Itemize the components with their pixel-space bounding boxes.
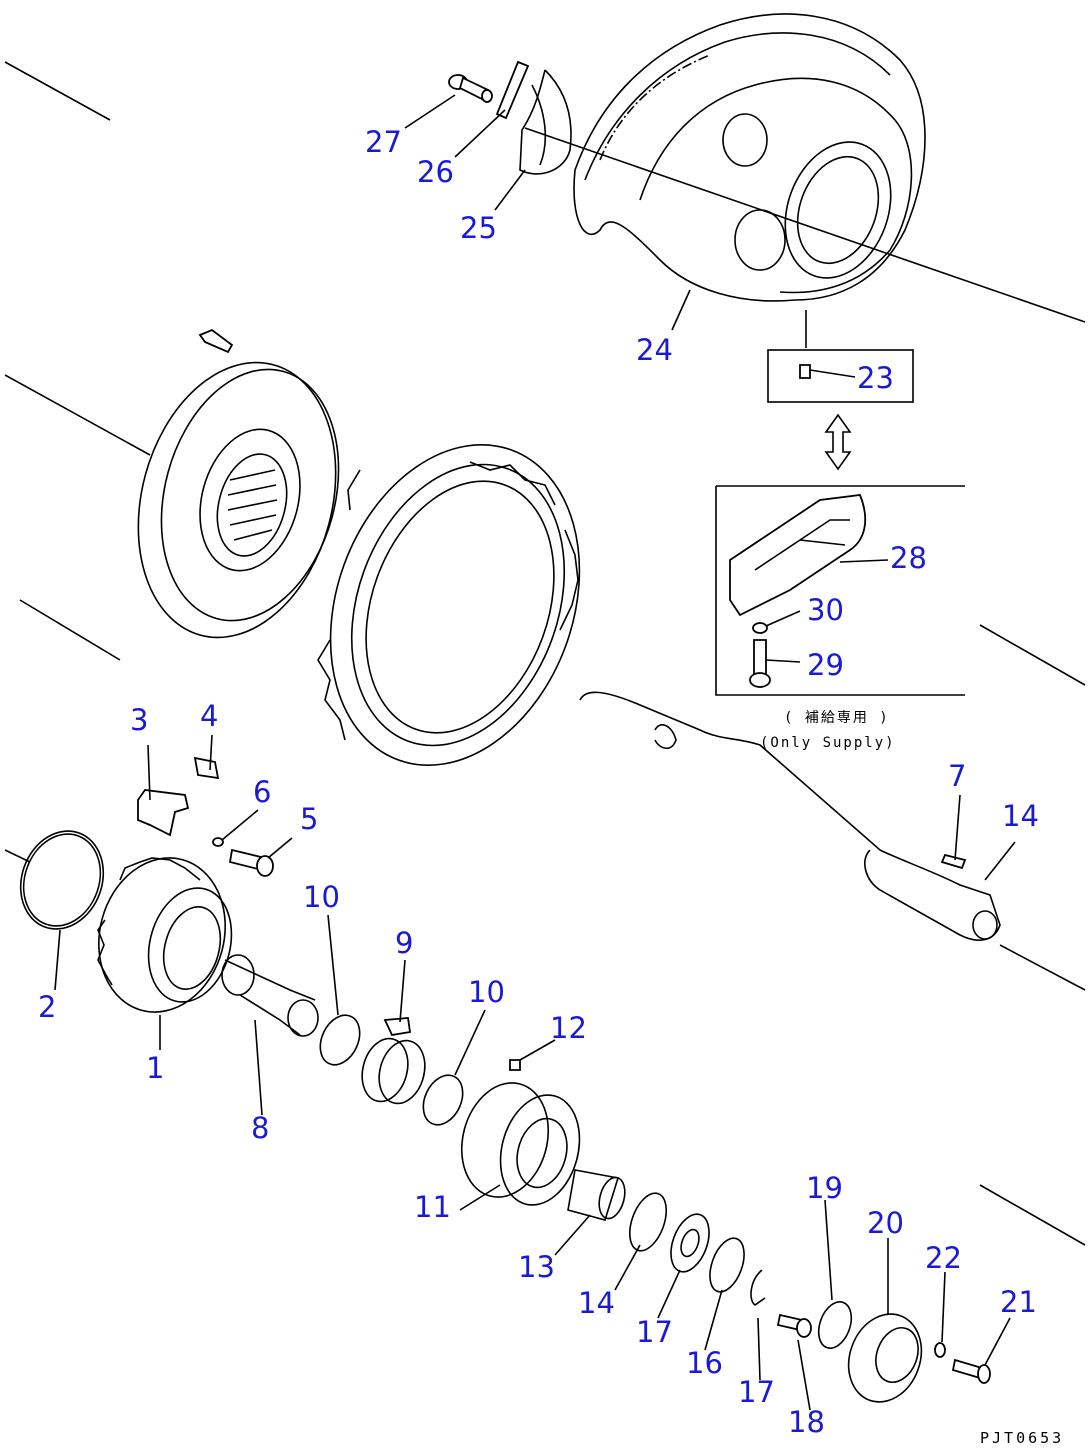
- shaft-7: [579, 691, 1001, 941]
- callout-26: 25: [460, 211, 497, 245]
- callout-16: 16: [686, 1346, 723, 1380]
- callout-17: 17: [738, 1375, 775, 1409]
- washer-23: [934, 1342, 946, 1358]
- axis-lines: [4, 61, 1086, 1246]
- ring-10a: [319, 1014, 361, 1066]
- collar-9: [361, 1017, 426, 1105]
- callout-25: 24: [636, 333, 673, 367]
- callout-14: 14: [578, 1286, 615, 1320]
- plate-27: [495, 60, 530, 120]
- callout-1: 1: [146, 1051, 164, 1085]
- cap-21: [847, 1313, 923, 1403]
- gear-1: [97, 857, 233, 1013]
- supply-parts-box: [715, 485, 965, 696]
- callout-22: 21: [1000, 1285, 1037, 1319]
- callout-19: 18: [788, 1405, 825, 1439]
- o-ring-2: [19, 830, 105, 930]
- sleeve-8: [221, 954, 319, 1037]
- callout-28: 27: [365, 125, 402, 159]
- sprocket-segment: [317, 443, 581, 767]
- callout-4: 4: [200, 699, 218, 733]
- callout-18: 17: [636, 1315, 673, 1349]
- lock-plate-16: [709, 1237, 745, 1293]
- callout-29: 28: [890, 541, 927, 575]
- o-ring-20: [817, 1301, 853, 1349]
- callout-6: 6: [253, 775, 271, 809]
- bracket-3-4: [137, 756, 274, 877]
- callout-10-lower: 10: [468, 975, 505, 1009]
- callout-7: 7: [948, 759, 966, 793]
- leader-lines: [54, 94, 1016, 1411]
- callout-3: 3: [130, 703, 148, 737]
- nut-18: [670, 1213, 710, 1273]
- cover-25: [573, 13, 926, 302]
- bolt-19: [776, 1313, 812, 1338]
- clip-17: [750, 1269, 766, 1306]
- supply-note-english: (Only Supply): [760, 735, 896, 751]
- callout-21: 20: [867, 1206, 904, 1240]
- callout-27: 26: [417, 155, 454, 189]
- bushing-12: [567, 1169, 626, 1221]
- callout-30: 29: [807, 648, 844, 682]
- supply-note-japanese: ( 補給専用 ): [784, 710, 890, 726]
- drawing-code: PJT0653: [980, 1429, 1064, 1447]
- callout-labels: 27 26 25 24 23 28 30 29 3 4 6 5 7 14 10 …: [38, 125, 1039, 1439]
- callout-8: 8: [251, 1111, 269, 1145]
- callout-23: 22: [925, 1241, 962, 1275]
- callout-12: 13: [518, 1250, 555, 1284]
- callout-31: 30: [807, 593, 844, 627]
- callout-10-upper: 10: [303, 880, 340, 914]
- callout-5: 5: [300, 802, 318, 836]
- washer-14: [628, 1192, 668, 1252]
- callout-24: 23: [857, 361, 894, 395]
- bolt-22: [951, 1358, 991, 1384]
- hub-flange: [137, 328, 340, 639]
- part-24-box: [767, 310, 914, 403]
- callout-13: 12: [550, 1011, 587, 1045]
- callout-9: 9: [395, 926, 413, 960]
- housing-11: [460, 1059, 581, 1206]
- callout-11: 11: [414, 1190, 451, 1224]
- interchange-arrow: [824, 413, 852, 471]
- ring-10b: [422, 1074, 464, 1126]
- callout-2: 2: [38, 990, 56, 1024]
- callout-20: 19: [806, 1171, 843, 1205]
- bolt-28: [448, 74, 493, 103]
- seal-26: [519, 69, 572, 175]
- callout-15: 14: [1002, 799, 1039, 833]
